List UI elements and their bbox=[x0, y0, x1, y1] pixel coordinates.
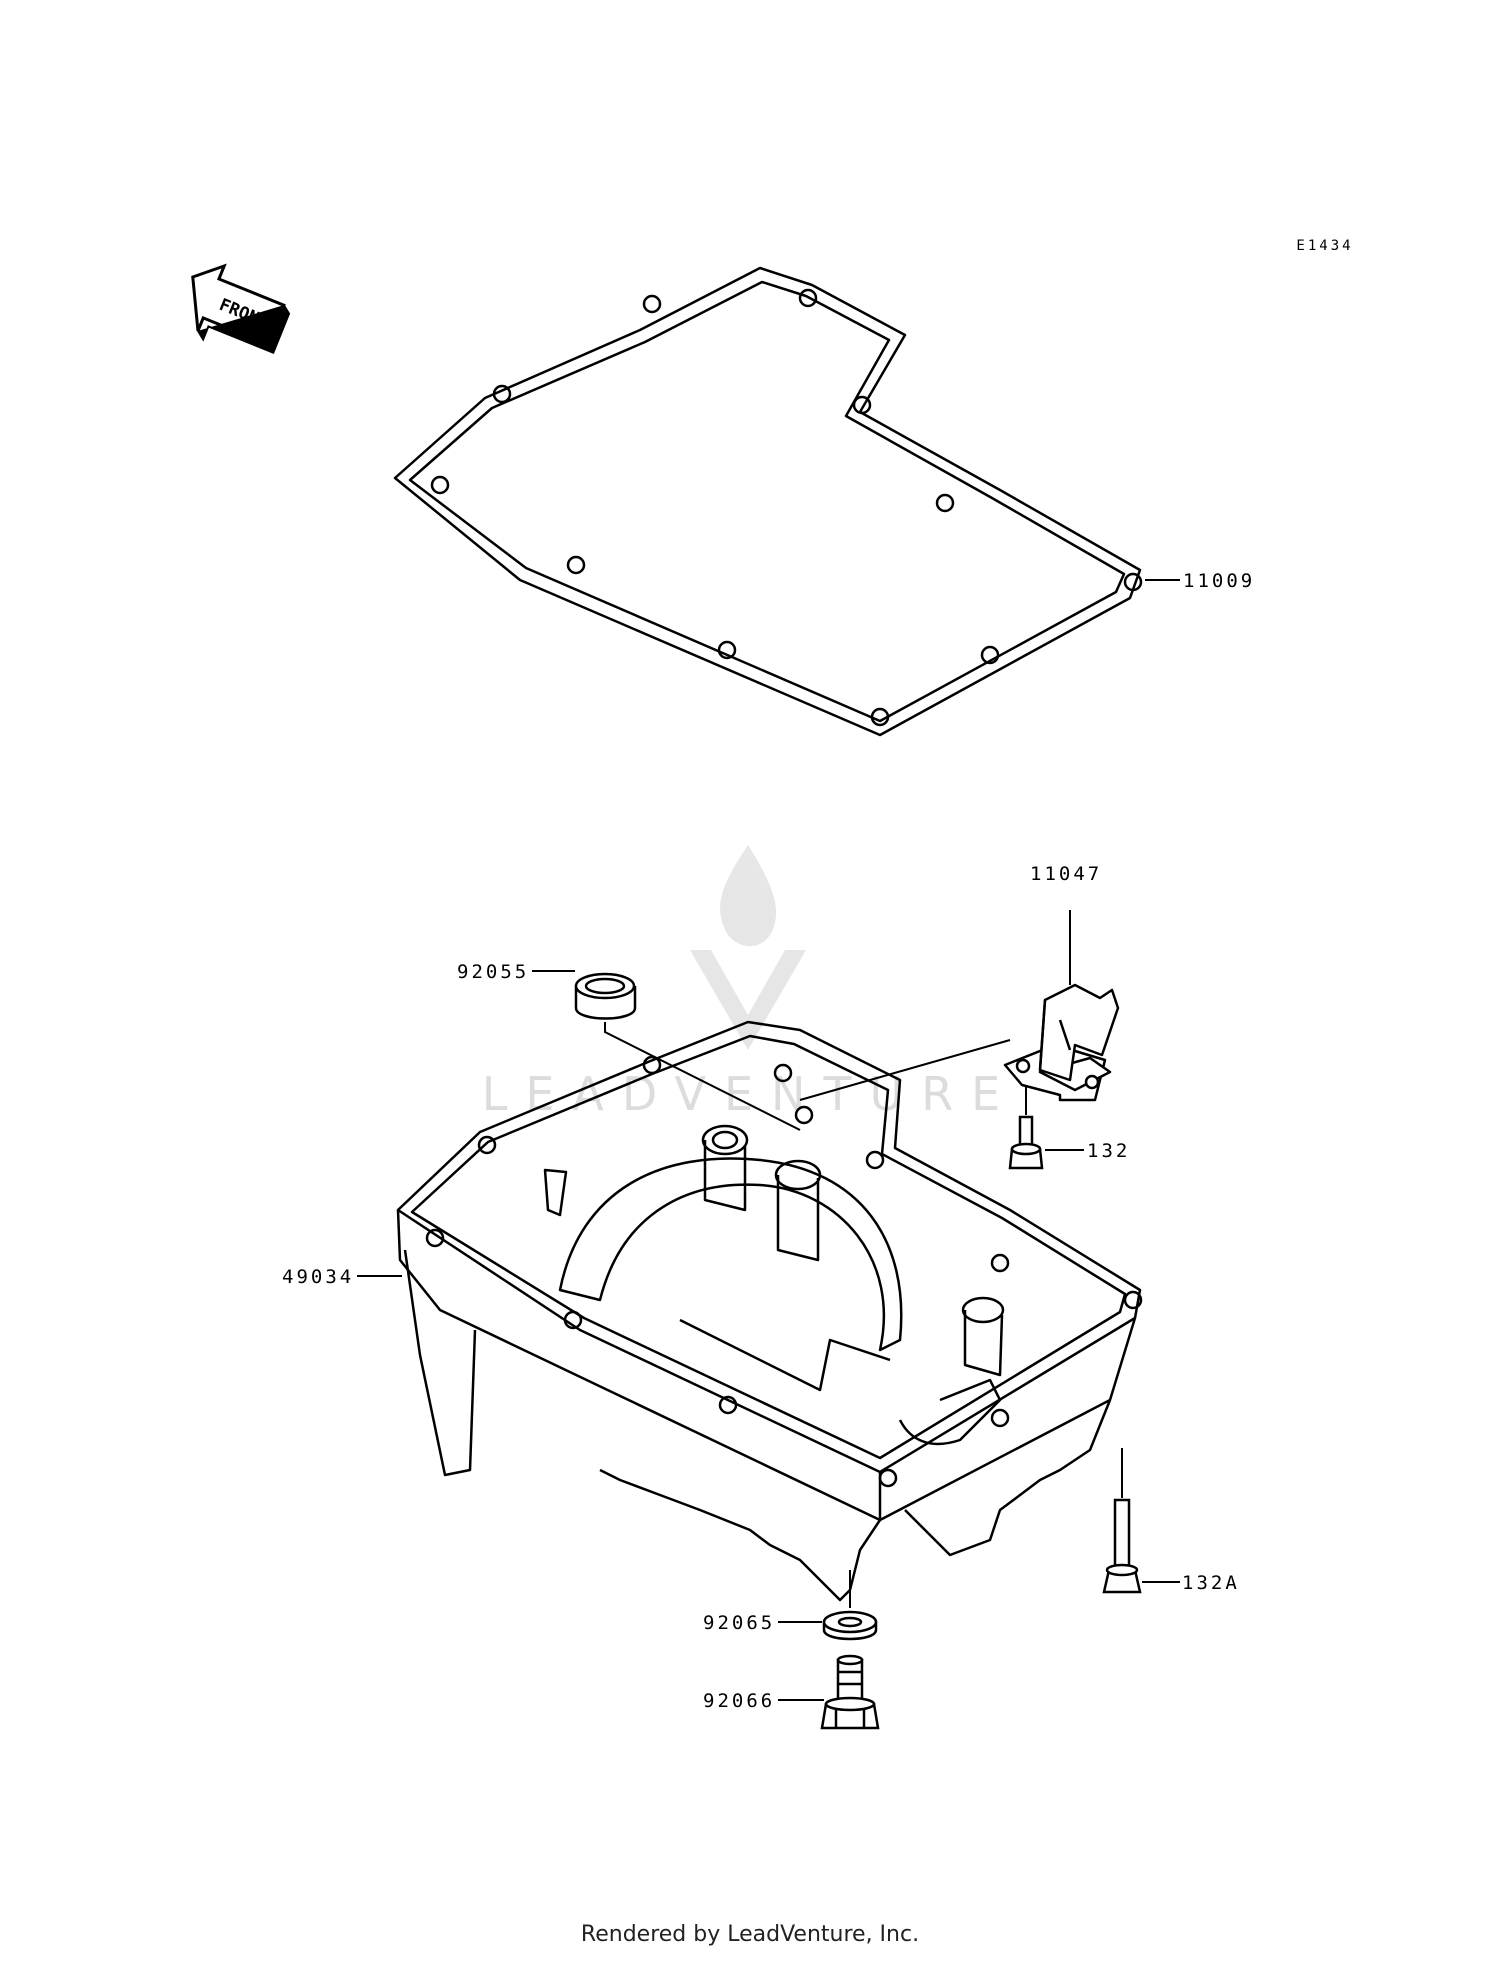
label-132[interactable]: 132 bbox=[1087, 1140, 1130, 1162]
watermark-text: LEADVENTURE bbox=[482, 1067, 1019, 1121]
front-arrow-icon: FRONT bbox=[191, 263, 291, 354]
bolt-132A bbox=[1102, 1498, 1142, 1594]
watermark: LEADVENTURE bbox=[482, 845, 1019, 1121]
label-49034[interactable]: 49034 bbox=[282, 1266, 354, 1288]
bolt-132 bbox=[1008, 1115, 1044, 1170]
washer-92065 bbox=[822, 1610, 878, 1641]
leader-92055-to-pan bbox=[604, 1022, 801, 1131]
oil-pan-49034 bbox=[396, 1020, 1143, 1602]
footer-credit: Rendered by LeadVenture, Inc. bbox=[580, 1922, 920, 1947]
label-92066[interactable]: 92066 bbox=[703, 1690, 775, 1712]
collar-92055 bbox=[574, 972, 637, 1020]
drain-plug-92066 bbox=[820, 1654, 880, 1730]
label-92065[interactable]: 92065 bbox=[703, 1612, 775, 1634]
diagram-code: E1434 bbox=[1296, 238, 1353, 254]
gasket-11009 bbox=[393, 266, 1143, 737]
label-11047[interactable]: 11047 bbox=[1030, 863, 1102, 885]
label-132A[interactable]: 132A bbox=[1182, 1572, 1240, 1594]
label-92055[interactable]: 92055 bbox=[457, 961, 529, 983]
bracket-11047 bbox=[1003, 983, 1120, 1102]
leader-11047-to-pan bbox=[799, 1039, 1011, 1101]
label-11009[interactable]: 11009 bbox=[1183, 570, 1255, 592]
